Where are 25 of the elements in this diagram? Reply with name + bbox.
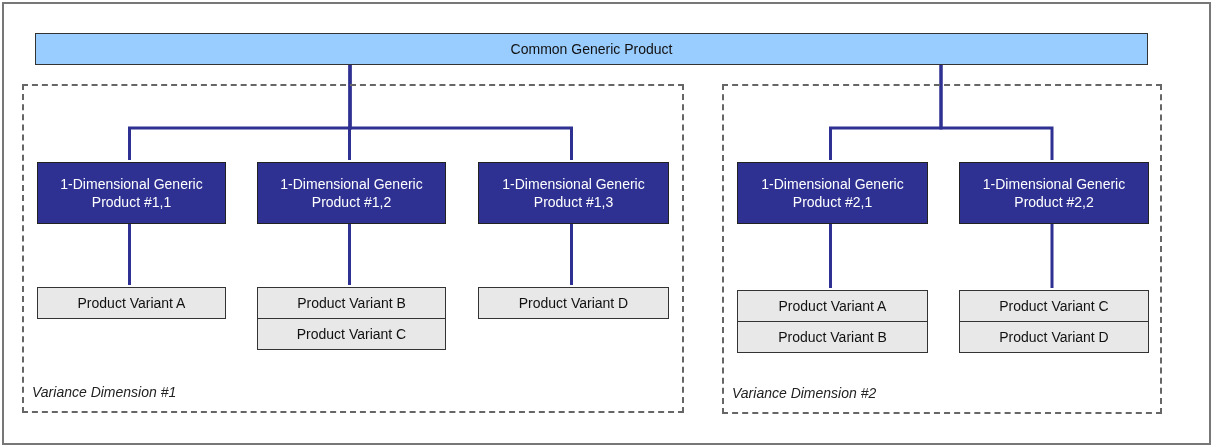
variant-box: Product Variant B [257,287,446,319]
variant-box: Product Variant D [959,321,1149,353]
dashed-group [722,84,1162,414]
connector-line [939,65,1054,160]
process-box: 1-Dimensional Generic Product #1,1 [37,162,226,224]
variant-box: Product Variant A [37,287,226,319]
connector-line [829,222,832,288]
process-box: 1-Dimensional Generic Product #1,3 [478,162,669,224]
root-box: Common Generic Product [35,33,1148,65]
variant-box: Product Variant A [737,290,928,322]
variant-box: Product Variant C [257,318,446,350]
process-box: 1-Dimensional Generic Product #2,1 [737,162,928,224]
variant-box: Product Variant D [478,287,669,319]
group-label: Variance Dimension #2 [732,384,877,403]
dashed-group [22,84,684,413]
variant-box: Product Variant C [959,290,1149,322]
connector-line [348,222,351,285]
process-box: 1-Dimensional Generic Product #2,2 [959,162,1149,224]
connector-line [570,222,573,285]
group-label: Variance Dimension #1 [32,383,177,402]
variant-box: Product Variant B [737,321,928,353]
connector-line [348,65,573,160]
connector-line [1050,222,1054,288]
process-box: 1-Dimensional Generic Product #1,2 [257,162,446,224]
connector-line [128,222,131,285]
